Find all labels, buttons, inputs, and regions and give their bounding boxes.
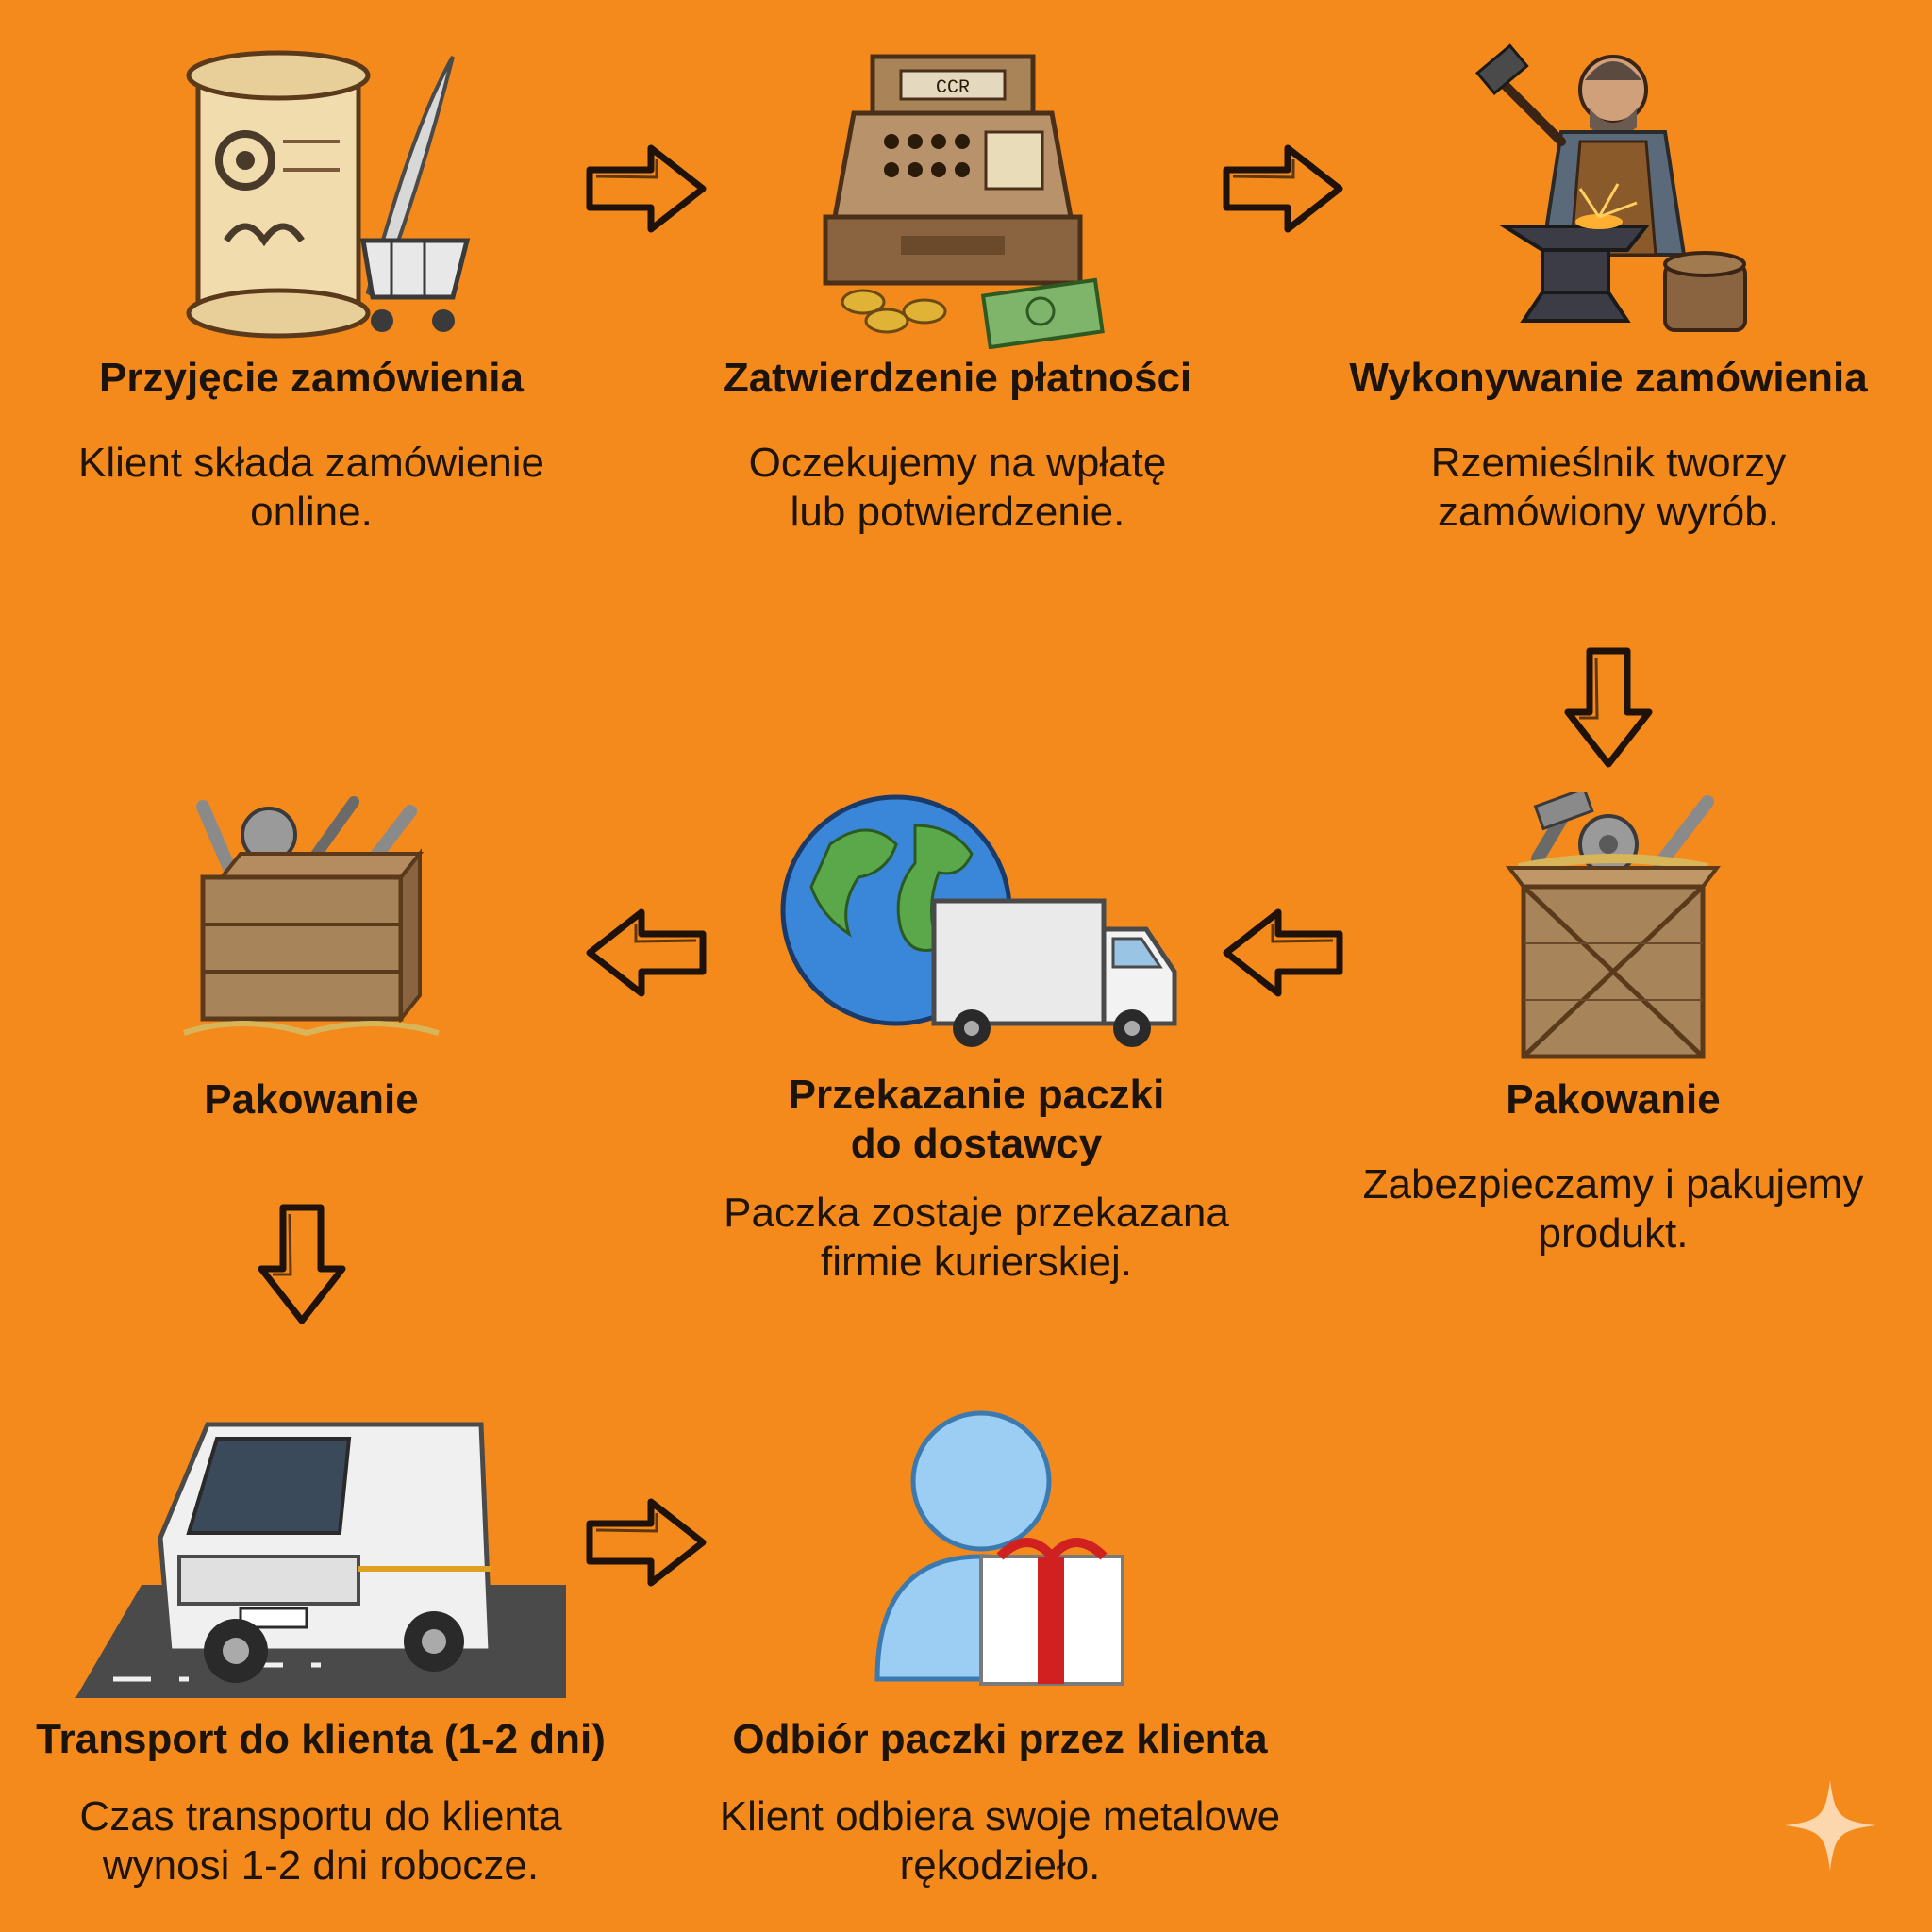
arrow-right-icon: [585, 1491, 708, 1594]
step-description: Oczekujemy na wpłatę lub potwierdzenie.: [748, 440, 1167, 535]
step-description: Rzemieślnik tworzy zamówiony wyrób.: [1430, 440, 1787, 535]
cash-register-icon: CCR: [823, 54, 1105, 349]
step-order-received: Przyjęcie zamówienia Klient składa zamów…: [9, 28, 613, 557]
blacksmith-anvil-icon: [1475, 43, 1747, 332]
step-title: Przyjęcie zamówienia: [99, 355, 524, 401]
crate-tools-icon: [183, 796, 440, 1037]
scroll-quill-cart-icon: [186, 50, 471, 339]
step-transport: Transport do klienta (1-2 dni) Czas tran…: [19, 1396, 623, 1906]
arrow-right-icon: [585, 137, 708, 241]
step-description: Zabezpieczamy i pakujemy produkt.: [1362, 1161, 1864, 1257]
step-description: Paczka zostaje przekazana firmie kuriers…: [724, 1190, 1229, 1285]
step-title: Przekazanie paczki do dostawcy: [788, 1072, 1165, 1167]
step-title: Pakowanie: [204, 1076, 419, 1123]
step-title: Zatwierdzenie płatności: [723, 355, 1192, 401]
crate-tools-icon: [1506, 792, 1721, 1059]
register-display-label: CCR: [936, 77, 970, 99]
step-title: Transport do klienta (1-2 dni): [36, 1716, 606, 1762]
arrow-down-icon: [1557, 646, 1660, 769]
arrow-down-icon: [250, 1203, 354, 1325]
sparkle-icon: [1785, 1780, 1875, 1871]
van-road-icon: [75, 1422, 566, 1698]
step-title: Odbiór paczki przez klienta: [732, 1716, 1268, 1762]
step-handover-to-carrier: Przekazanie paczki do dostawcy Paczka zo…: [675, 783, 1278, 1292]
step-title: Wykonywanie zamówienia: [1349, 355, 1868, 401]
step-packing-left: Pakowanie: [9, 783, 613, 1141]
step-description: Czas transportu do klienta wynosi 1-2 dn…: [79, 1793, 562, 1889]
arrow-left-icon: [585, 901, 708, 1005]
step-title: Pakowanie: [1506, 1076, 1721, 1123]
step-description: Klient składa zamówienie online.: [77, 440, 545, 535]
step-packing-right: Pakowanie Zabezpieczamy i pakujemy produ…: [1311, 783, 1915, 1274]
globe-truck-icon: [780, 794, 1177, 1047]
step-payment-approval: CCR Zatwierdzenie płatności Oczekujemy n…: [656, 28, 1259, 557]
arrow-right-icon: [1222, 137, 1344, 241]
step-description: Klient odbiera swoje metalowe rękodzieło…: [719, 1793, 1281, 1889]
user-gift-icon: [874, 1410, 1124, 1686]
step-pickup-by-client: Odbiór paczki przez klienta Klient odbie…: [698, 1396, 1302, 1906]
step-order-production: Wykonywanie zamówienia Rzemieślnik tworz…: [1307, 28, 1910, 557]
arrow-left-icon: [1222, 901, 1344, 1005]
